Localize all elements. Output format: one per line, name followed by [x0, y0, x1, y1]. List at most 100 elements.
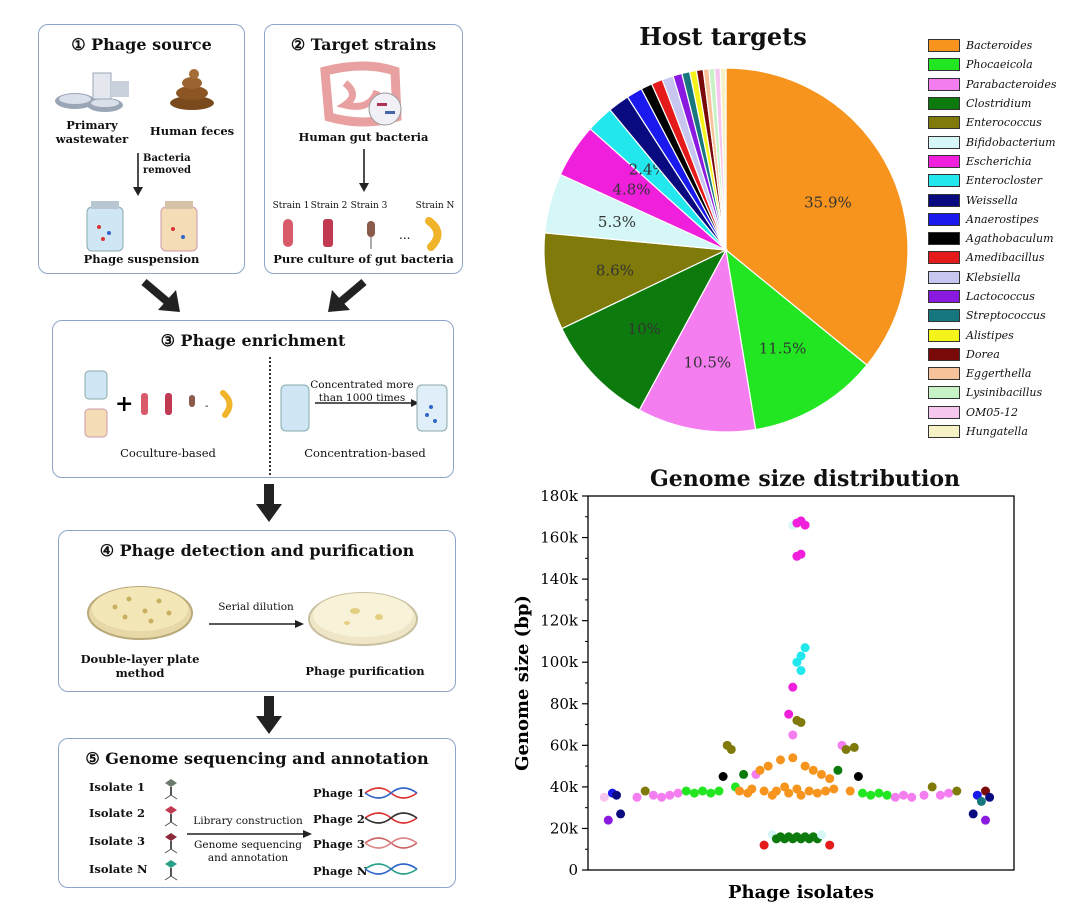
phage-purification-label: Phage purification	[305, 664, 425, 678]
scatter-point	[796, 717, 806, 727]
scatter-point	[853, 772, 863, 781]
y-tick-label: 40k	[550, 778, 579, 796]
legend-swatch	[928, 77, 960, 91]
legend-item: Enterocloster	[928, 171, 1068, 190]
phage-n-label: Phage N	[313, 864, 368, 878]
strain-2-label: Strain 2	[310, 201, 348, 211]
gut-bacteria-label: Human gut bacteria	[298, 130, 429, 144]
pie-data-label: 5.3%	[598, 213, 636, 231]
strain-n-label: Strain N	[415, 201, 455, 211]
scatter-point	[689, 788, 699, 798]
legend-label: OM05-12	[966, 405, 1018, 419]
legend-label: Agathobaculum	[966, 232, 1054, 246]
scatter-point	[825, 840, 835, 850]
scatter-point	[829, 784, 839, 794]
flow-arrow-icon	[141, 278, 180, 312]
scatter-point	[845, 786, 855, 796]
bacteria-strains-icon: ...	[283, 217, 442, 251]
scatter-point	[718, 772, 728, 781]
legend-label: Lactococcus	[966, 290, 1035, 303]
legend-item: Escherichia	[928, 152, 1068, 171]
phage-detection-title: ④ Phage detection and purification	[99, 541, 415, 560]
phage-particles-icon	[164, 779, 178, 881]
legend-swatch	[928, 251, 960, 265]
scatter-point	[681, 786, 691, 796]
coculture-icon: + -	[84, 370, 233, 438]
legend-item: Weissella	[928, 190, 1068, 209]
legend-label: Lysinibacillus	[966, 386, 1043, 400]
legend-swatch	[928, 270, 960, 284]
legend-item: Klebsiella	[928, 268, 1068, 287]
y-tick-label: 160k	[540, 529, 579, 547]
scatter-point	[784, 709, 794, 719]
scatter-point	[759, 786, 769, 796]
pie-data-label: 8.6%	[596, 262, 634, 280]
pie-slice-hungatella	[719, 67, 727, 251]
target-strains-title: ② Target strains	[290, 35, 437, 54]
coculture-label: Coculture-based	[120, 446, 216, 460]
legend-item: Bacteroides	[928, 36, 1068, 55]
legend-item: Eggerthella	[928, 364, 1068, 383]
legend-item: Enterococcus	[928, 113, 1068, 132]
phage-jar-icon	[86, 201, 198, 252]
pie-slice-bacteroides	[725, 67, 909, 366]
legend-item: Bifidobacterium	[928, 132, 1068, 151]
right-arrow-icon	[209, 620, 304, 628]
scatter-point	[899, 790, 908, 800]
scatter-point	[796, 666, 806, 676]
scatter-point	[821, 786, 831, 796]
scatter-point	[632, 792, 642, 802]
legend-swatch	[928, 232, 960, 246]
scatter-point	[800, 520, 810, 530]
phage-detection-box: ④ Phage detection and purification Seria…	[58, 530, 456, 692]
legend-label: Weissella	[966, 193, 1018, 207]
scatter-point	[935, 790, 945, 800]
phage-source-box: ① Phage source Primary wastewater Human …	[38, 24, 245, 274]
gut-icon	[320, 61, 402, 127]
legend-item: Lysinibacillus	[928, 383, 1068, 402]
genome-size-scatter-chart: 020k40k60k80k100k120k140k160k180kGenome …	[512, 487, 1015, 903]
pie-data-label: 10.5%	[683, 353, 731, 371]
scatter-point	[825, 774, 835, 784]
divider	[269, 357, 271, 475]
legend-item: Alistipes	[928, 325, 1068, 344]
pure-culture-label: Pure culture of gut bacteria	[273, 252, 454, 266]
legend-label: Streptococcus	[966, 309, 1046, 323]
scatter-point	[788, 730, 798, 740]
scatter-point	[726, 744, 736, 754]
genome-sequencing-box: ⑤ Genome sequencing and annotation Isola…	[58, 738, 456, 888]
svg-text:...: ...	[399, 228, 410, 242]
legend-label: Eggerthella	[966, 367, 1032, 381]
scatter-point	[747, 784, 757, 794]
phage-2-label: Phage 2	[313, 812, 365, 826]
target-strains-box: ② Target strains Human gut bacteria Stra…	[264, 24, 463, 274]
legend-item: OM05-12	[928, 403, 1068, 422]
scatter-point	[817, 769, 826, 779]
legend-label: Clostridium	[966, 97, 1032, 111]
scatter-point	[890, 792, 900, 802]
scatter-point	[800, 643, 810, 653]
source-wastewater-label: Primary wastewater	[55, 118, 129, 146]
pie-slice-clostridium	[561, 248, 728, 411]
legend-label: Enterococcus	[966, 116, 1042, 130]
legend-swatch	[928, 290, 960, 303]
pie-data-label: 10%	[628, 320, 661, 338]
scatter-point	[976, 796, 986, 806]
phage-enrichment-title: ③ Phage enrichment	[160, 331, 346, 350]
legend-swatch	[928, 154, 960, 168]
legend-swatch	[928, 116, 960, 130]
scatter-point	[841, 744, 851, 754]
scatter-point	[739, 769, 749, 779]
phage-source-title: ① Phage source	[71, 35, 212, 54]
scatter-point	[796, 651, 806, 661]
scatter-point	[755, 765, 765, 775]
isolate-3-label: Isolate 3	[89, 834, 145, 848]
isolate-2-label: Isolate 2	[89, 806, 145, 820]
concentration-label: Concentration-based	[304, 446, 426, 460]
legend-label: Bacteroides	[966, 39, 1033, 53]
pie-slice-parabacteroides	[638, 248, 757, 433]
library-construction-label: Library construction	[193, 815, 303, 827]
legend-label: Anaerostipes	[966, 212, 1039, 226]
legend-label: Escherichia	[966, 154, 1032, 168]
dna-helix-icon	[364, 787, 418, 875]
